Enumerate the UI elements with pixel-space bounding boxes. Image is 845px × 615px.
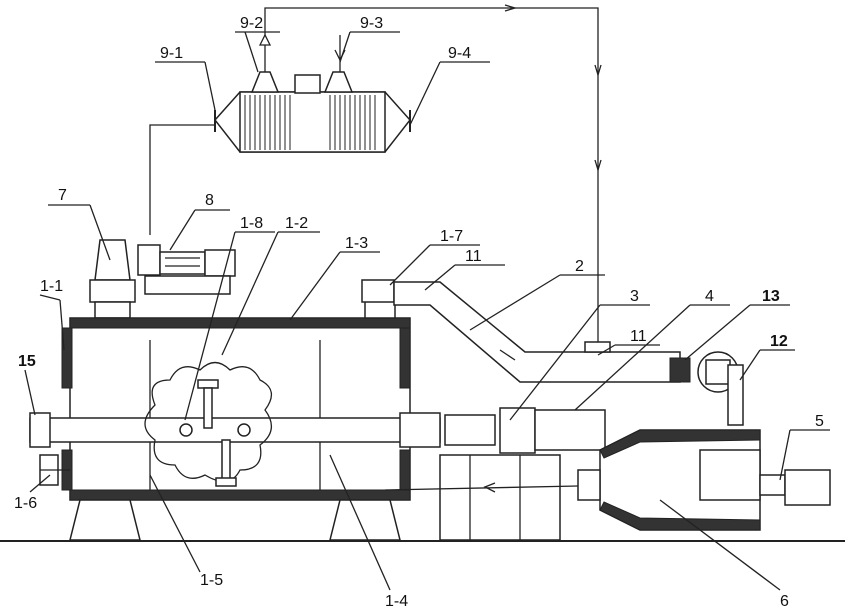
label-9-2: 9-2 xyxy=(240,15,263,32)
label-1-5: 1-5 xyxy=(200,572,223,589)
label-1-7: 1-7 xyxy=(440,228,463,245)
label-2: 2 xyxy=(575,258,584,275)
duct-7 xyxy=(90,240,135,318)
label-12: 12 xyxy=(770,333,788,350)
label-9-4: 9-4 xyxy=(448,45,471,62)
label-7: 7 xyxy=(58,187,67,204)
drum-1 xyxy=(30,300,440,540)
label-6: 6 xyxy=(780,593,789,610)
label-4: 4 xyxy=(705,288,714,305)
scrubber-9 xyxy=(215,72,410,152)
label-15: 15 xyxy=(18,353,36,370)
label-1-3: 1-3 xyxy=(345,235,368,252)
label-1-2: 1-2 xyxy=(285,215,308,232)
label-1-8: 1-8 xyxy=(240,215,263,232)
label-5: 5 xyxy=(815,413,824,430)
label-9-1: 9-1 xyxy=(160,45,183,62)
label-9-3: 9-3 xyxy=(360,15,383,32)
label-1-4: 1-4 xyxy=(385,593,408,610)
label-13: 13 xyxy=(762,288,780,305)
label-1-1: 1-1 xyxy=(40,278,63,295)
label-11-lower: 11 xyxy=(630,328,647,345)
fan-12 xyxy=(698,352,743,425)
label-11-upper: 11 xyxy=(465,248,482,265)
label-1-6: 1-6 xyxy=(14,495,37,512)
label-3: 3 xyxy=(630,288,639,305)
label-8: 8 xyxy=(205,192,214,209)
